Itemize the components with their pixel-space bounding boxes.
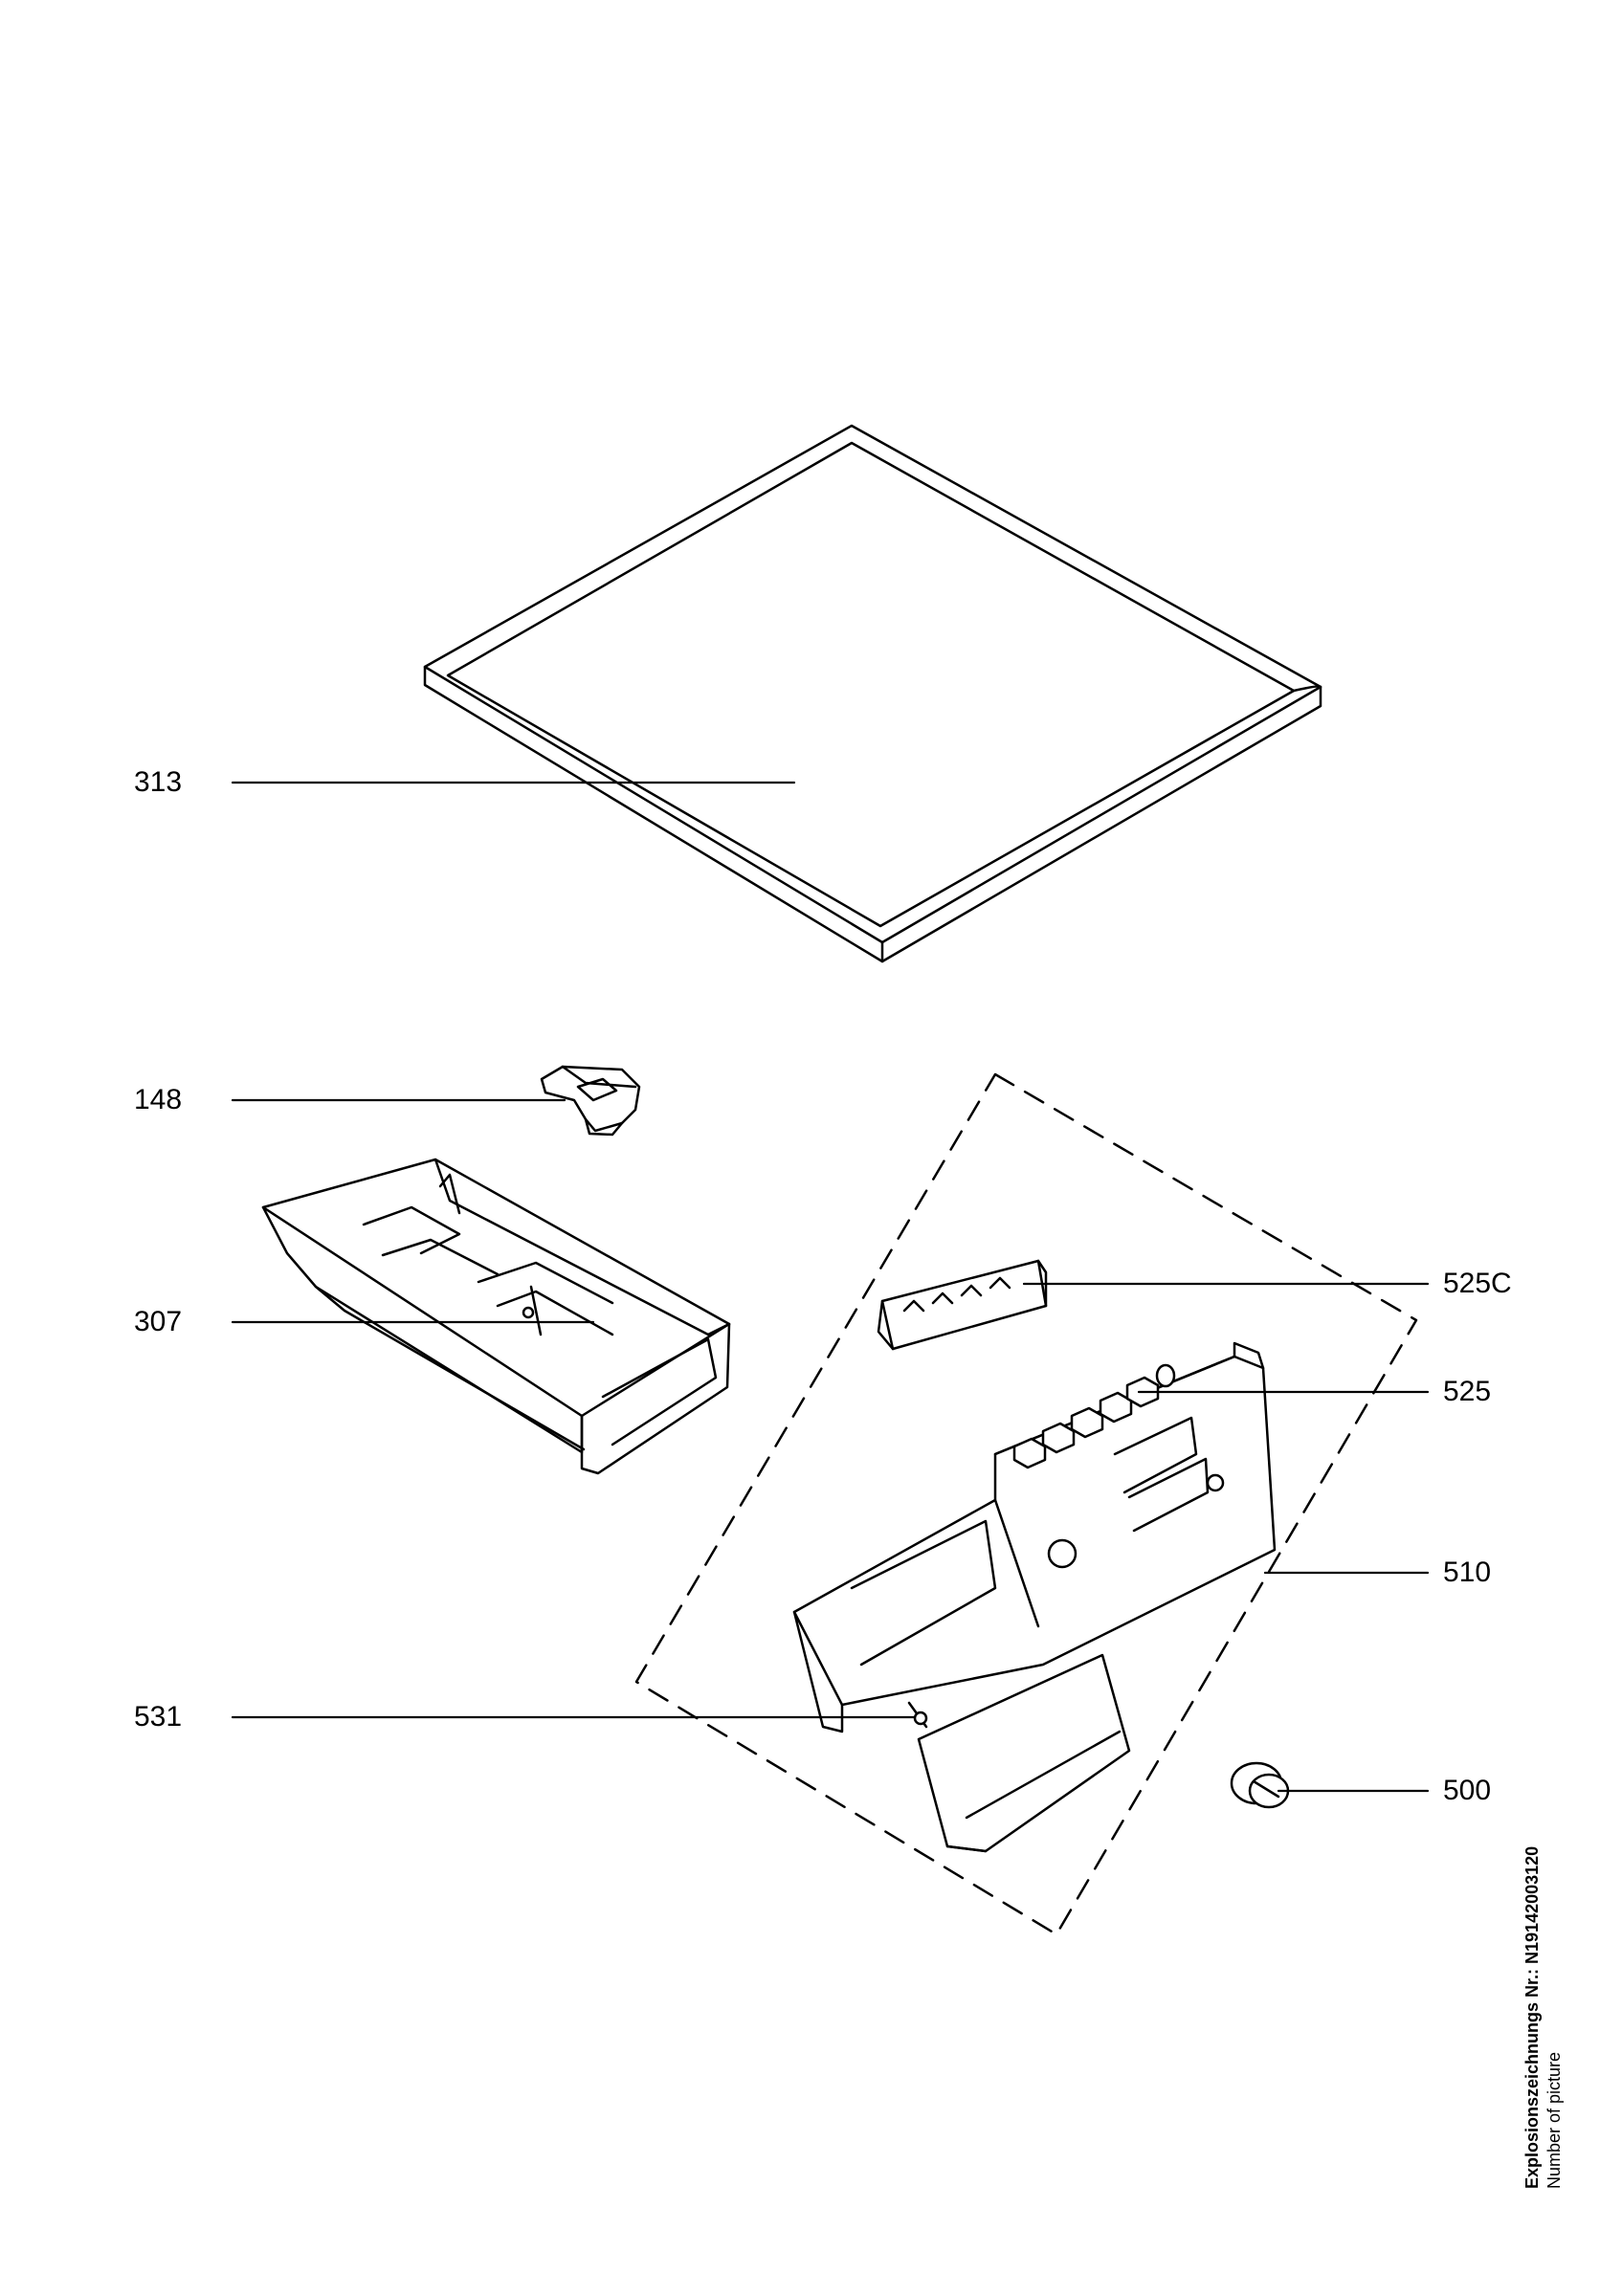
detergent-drawer-drawing [261,1158,731,1475]
control-panel-drawing [792,1341,1277,1733]
label-531: 531 [134,1701,183,1733]
label-307: 307 [134,1306,183,1337]
screw-drawing [907,1701,928,1729]
label-525: 525 [1443,1376,1492,1407]
leader-lines [231,781,1430,1793]
label-313: 313 [134,766,183,798]
label-510: 510 [1443,1556,1492,1588]
picture-number-caption: Explosionszeichnungs Nr.: N19142003120 N… [1522,1846,1565,2189]
assembly-boundary [634,1072,1418,1936]
push-buttons-drawing [1012,1363,1176,1469]
button-holder-drawing [877,1259,1048,1351]
dispenser-handle-drawing [540,1065,641,1137]
knob-drawing [1230,1761,1290,1809]
caption-subtitle: Number of picture [1544,2051,1564,2189]
label-148: 148 [134,1084,183,1115]
label-500: 500 [1443,1775,1492,1806]
worktop-cover-drawing [423,424,1322,963]
label-525C: 525C [1443,1268,1512,1299]
caption-title: Explosionszeichnungs Nr.: N19142003120 [1522,1845,1542,2189]
drawer-front-drawing [917,1653,1131,1853]
